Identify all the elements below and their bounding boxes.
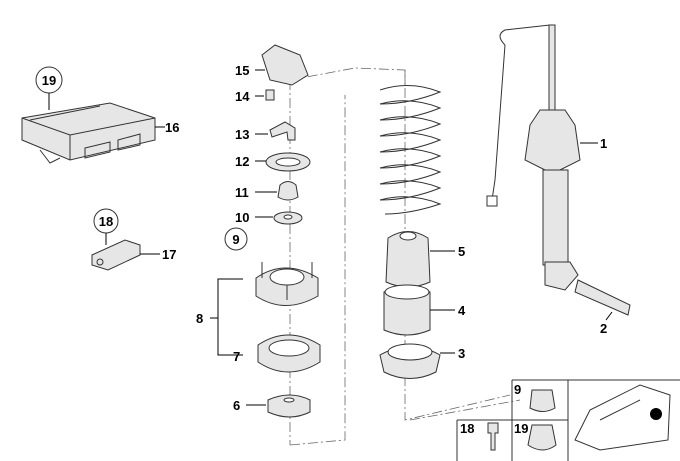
assembly-line-left bbox=[289, 67, 406, 446]
washer-part-10[interactable] bbox=[273, 211, 303, 225]
label-3: 3 bbox=[458, 346, 465, 361]
label-7: 7 bbox=[233, 349, 240, 364]
label-8: 8 bbox=[196, 311, 203, 326]
label-15: 15 bbox=[235, 63, 249, 78]
label-16: 16 bbox=[165, 120, 179, 135]
label-9: 9 bbox=[232, 232, 239, 247]
nut-icon bbox=[529, 389, 556, 412]
bushing-part-11[interactable] bbox=[277, 181, 299, 201]
ring-part-12[interactable] bbox=[265, 152, 311, 172]
bump-stop-part-5[interactable] bbox=[385, 231, 431, 288]
label-19: 19 bbox=[42, 73, 56, 88]
label-13: 13 bbox=[235, 127, 249, 142]
hose-part-13[interactable] bbox=[269, 121, 296, 141]
dust-tube-part-4[interactable] bbox=[383, 284, 431, 336]
label-2: 2 bbox=[600, 321, 607, 336]
label-11: 11 bbox=[235, 185, 249, 200]
label-17: 17 bbox=[162, 247, 176, 262]
inset-label-9: 9 bbox=[514, 382, 521, 397]
label-6: 6 bbox=[233, 398, 240, 413]
label-10: 10 bbox=[235, 210, 249, 225]
flange-nut-icon bbox=[527, 424, 557, 451]
bolt-icon bbox=[487, 422, 499, 451]
label-4: 4 bbox=[458, 303, 466, 318]
cap-part-15[interactable] bbox=[261, 44, 309, 86]
coil-spring[interactable] bbox=[379, 85, 442, 215]
spring-seat-part-3[interactable] bbox=[379, 343, 441, 379]
callout-9-circle bbox=[224, 227, 248, 251]
label-14: 14 bbox=[235, 89, 250, 104]
sensor-part-17[interactable] bbox=[91, 239, 141, 271]
inset-panel: 9 18 19 bbox=[456, 379, 680, 461]
control-unit-part-16[interactable] bbox=[21, 102, 156, 164]
shock-absorber-part-1[interactable] bbox=[486, 24, 631, 316]
inset-label-18: 18 bbox=[460, 421, 474, 436]
label-12: 12 bbox=[235, 154, 249, 169]
ring-part-7[interactable] bbox=[257, 334, 321, 373]
label-5: 5 bbox=[458, 244, 465, 259]
label-1: 1 bbox=[600, 136, 607, 151]
stop-part-6[interactable] bbox=[267, 394, 311, 418]
mount-part-8[interactable] bbox=[255, 262, 319, 306]
clip-part-14[interactable] bbox=[265, 89, 275, 101]
label-18: 18 bbox=[99, 214, 113, 229]
inset-label-19: 19 bbox=[514, 421, 528, 436]
assembly-line-right bbox=[404, 70, 521, 421]
car-location-icon bbox=[574, 384, 671, 451]
